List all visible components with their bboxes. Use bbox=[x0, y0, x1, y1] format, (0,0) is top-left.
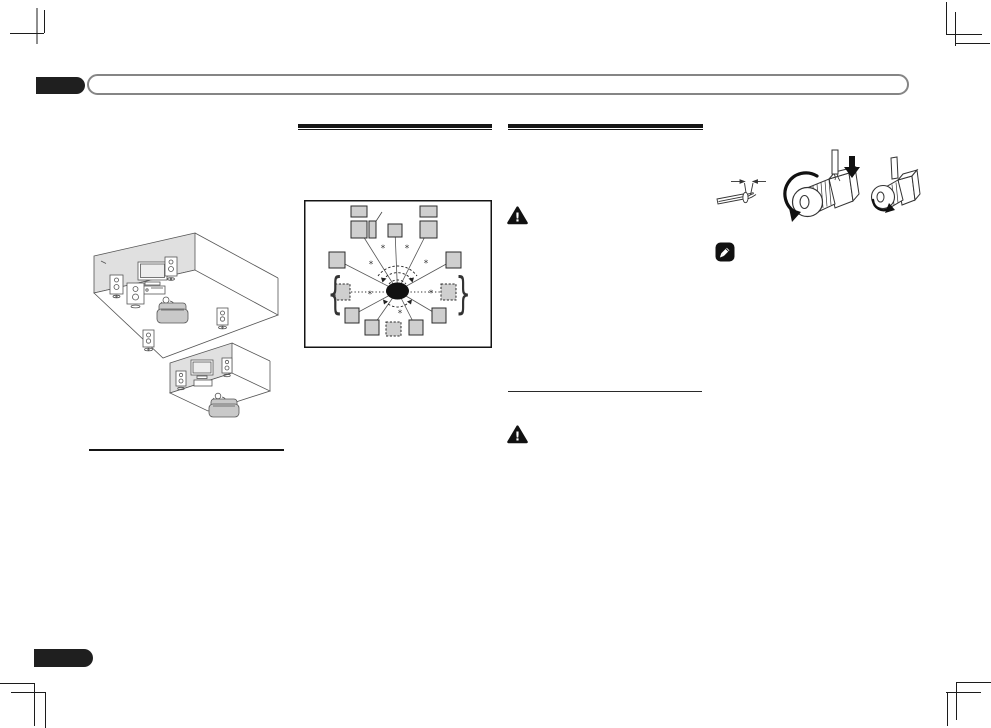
speaker-line bbox=[397, 229, 429, 292]
header-edge-tab bbox=[36, 77, 85, 94]
right-brace: } bbox=[456, 268, 471, 319]
callout-line bbox=[375, 211, 383, 223]
left-measure-arrow bbox=[739, 179, 746, 184]
speaker-box-surround-right bbox=[431, 307, 447, 324]
right-column-subsection-rule bbox=[508, 391, 702, 392]
room2-person bbox=[214, 392, 222, 400]
terminal-tighten-illustration bbox=[870, 156, 921, 213]
room1-center-speaker bbox=[126, 282, 145, 305]
optional-speaker-box-surround-back-center bbox=[385, 321, 402, 337]
heading-rule-underline bbox=[298, 129, 492, 130]
angle-marker: * bbox=[381, 244, 386, 254]
right-measure-arrow bbox=[751, 179, 758, 184]
speaker-line bbox=[358, 229, 398, 292]
angle-markers: * * * * * * * bbox=[368, 244, 434, 319]
heading-rule-underline bbox=[508, 129, 703, 130]
left-column-rule bbox=[89, 449, 284, 451]
angle-arcs bbox=[377, 265, 418, 308]
room2-receiver bbox=[193, 379, 213, 387]
speaker-box-front-height-left bbox=[350, 205, 368, 218]
speaker-box-front-left bbox=[350, 220, 368, 239]
inserted-wire bbox=[890, 156, 899, 180]
listener-head bbox=[386, 282, 409, 300]
speaker-box-front-height-right bbox=[419, 205, 438, 218]
middle-section-heading-rule bbox=[298, 124, 492, 130]
angle-marker: * bbox=[424, 259, 429, 269]
heading-rule-bar bbox=[508, 124, 703, 128]
terminal-hole bbox=[876, 191, 885, 203]
speaker-box-surround-left bbox=[344, 307, 360, 324]
speaker-box-front-right bbox=[419, 220, 438, 239]
caution-glyph: ! bbox=[515, 210, 520, 224]
speaker-line bbox=[397, 259, 454, 292]
caution-icon: ! bbox=[507, 425, 528, 443]
left-brace: { bbox=[328, 268, 343, 319]
angle-marker: * bbox=[369, 260, 374, 270]
optional-speaker-box-extra-right bbox=[440, 283, 457, 301]
bare-twisted-wire bbox=[747, 192, 757, 200]
right-section-heading-rule bbox=[508, 124, 703, 130]
caution-icon: ! bbox=[507, 206, 528, 224]
terminal-hole bbox=[799, 194, 810, 210]
speaker-placement-svg: * * * * * * * { } bbox=[304, 200, 492, 348]
speaker-box-center bbox=[387, 223, 403, 238]
optional-braces: { } bbox=[328, 268, 471, 319]
speaker-line bbox=[394, 230, 398, 292]
note-icon bbox=[715, 242, 735, 262]
room2-right-speaker bbox=[221, 357, 233, 374]
room1-receiver bbox=[142, 285, 166, 295]
header-title-bar bbox=[87, 74, 909, 95]
room-layout-illustration bbox=[93, 232, 279, 418]
arc-arrowheads bbox=[381, 277, 414, 305]
room1-person bbox=[162, 296, 170, 304]
angle-marker: * bbox=[405, 244, 410, 254]
room2-left-speaker bbox=[175, 370, 187, 387]
heading-rule-bar bbox=[298, 124, 492, 128]
speaker-box-surround-back-left bbox=[364, 319, 380, 336]
insert-down-arrow bbox=[844, 156, 860, 178]
caution-glyph: ! bbox=[515, 429, 520, 443]
speaker-box-front-left-alt bbox=[368, 220, 377, 239]
angle-marker: * bbox=[429, 289, 434, 299]
terminal-loosen-illustration bbox=[783, 149, 860, 222]
inserted-wire bbox=[831, 149, 839, 175]
wire-strip-illustration bbox=[716, 179, 766, 205]
speaker-placement-diagram: * * * * * * * { } bbox=[304, 200, 492, 348]
loosen-rotation-arrow bbox=[783, 171, 819, 214]
optional-speaker-box-extra-left bbox=[334, 283, 351, 301]
footer-page-tab bbox=[34, 649, 93, 667]
speaker-squares bbox=[328, 205, 462, 337]
angle-marker: * bbox=[398, 309, 403, 319]
speaker-box-side-left bbox=[328, 251, 346, 269]
angle-marker: * bbox=[368, 290, 373, 300]
speaker-box-surround-back-right bbox=[408, 319, 424, 336]
speaker-line bbox=[336, 259, 398, 292]
speaker-box-side-right bbox=[445, 251, 462, 269]
